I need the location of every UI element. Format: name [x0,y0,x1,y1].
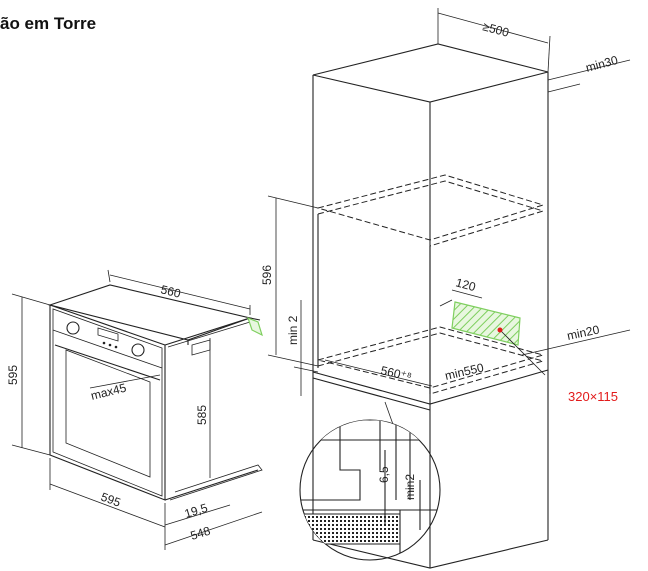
dim-548-label: 548 [189,524,213,543]
cutout-leader [439,299,453,307]
dim-oven-560-label: 560 [159,282,182,301]
oven-knob-right [131,343,145,357]
cutout-red-leader [499,329,546,376]
dim-oven-595-width: 595 [49,458,166,533]
dim-min20: min20 [521,322,631,356]
dim-min20-label: min20 [566,322,601,343]
detail-circle: 6,5 min2 [299,401,441,561]
dim-19-5: 19,5 [164,501,231,526]
dim-548: 548 [164,511,263,550]
dim-min30: min30 [547,53,631,93]
oven [48,284,263,501]
page-title: ão em Torre [0,14,97,33]
dim-oven-560: 560 [107,269,251,315]
dim-596: 596 [260,195,319,367]
dim-560-niche-label: 560⁺⁸ [379,363,413,384]
dim-19-5-label: 19,5 [183,501,210,521]
dim-oven-595-height-label: 595 [6,365,20,385]
oven-knob-left [66,321,80,335]
dim-500: ≥500 [437,8,551,73]
dim-oven-595-width-label: 595 [99,490,123,510]
ventilation-cutout [451,301,521,346]
dim-min2-detail-label: min2 [403,474,417,500]
dim-min30-label: min30 [584,53,620,75]
dim-585-label: 585 [195,405,209,425]
dim-560-niche: 560⁺⁸ min550 [324,359,485,387]
cutout-red-dot [497,327,503,333]
dim-max45-label: max45 [89,381,128,403]
dim-oven-595-height: 595 [6,293,51,456]
dim-596-label: 596 [260,265,274,285]
dim-500-label: ≥500 [481,19,511,39]
dim-585: 585 [195,338,211,478]
cutout-size-label: 320×115 [568,389,618,404]
dim-max45: max45 [89,374,161,403]
oven-display [97,327,119,342]
dim-min2-left-label: min 2 [286,315,300,345]
dim-120: 120 [451,275,483,299]
dim-min2-left: min 2 [286,300,319,396]
dim-120-label: 120 [454,275,477,294]
dim-6-5-label: 6,5 [377,466,391,483]
tall-cabinet [312,43,549,569]
